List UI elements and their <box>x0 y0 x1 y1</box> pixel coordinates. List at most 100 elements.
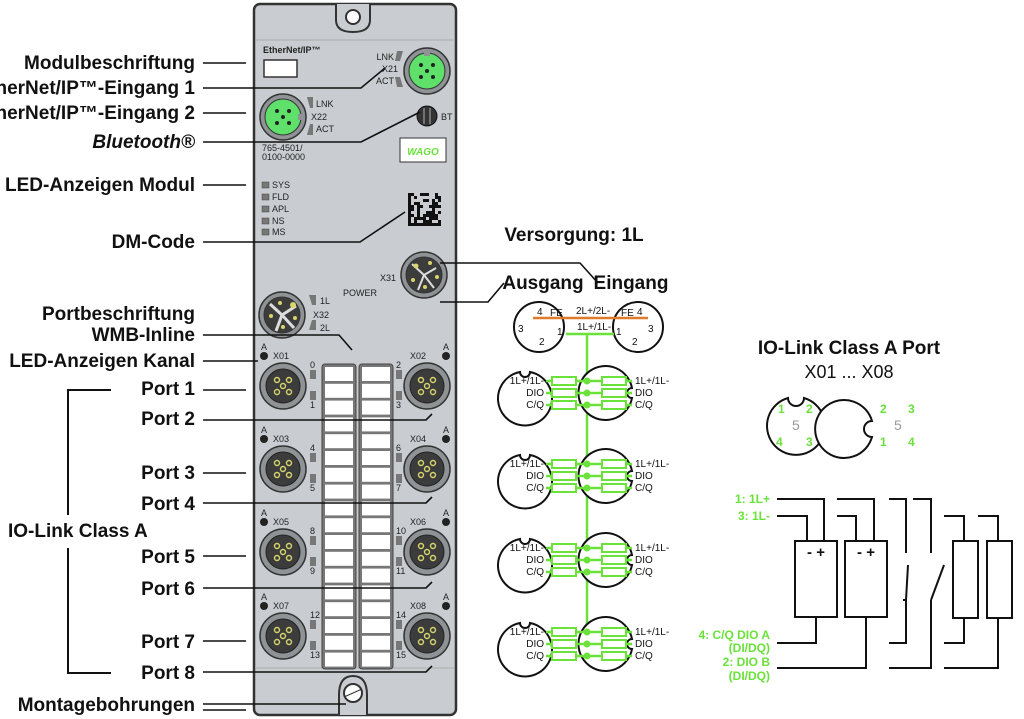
led-1l <box>309 295 316 305</box>
a-mark: A <box>261 342 267 352</box>
dm-code <box>408 193 441 226</box>
label-port-labeling-2: WMB-Inline <box>92 325 195 346</box>
label-port-8: Port 8 <box>141 663 195 684</box>
signal-label: 1L+/1L- <box>635 627 669 638</box>
wiring-examples: 1: 1L+ 3: 1L- 4: C/Q DIO A (DI/DQ) 2: DI… <box>698 492 1013 683</box>
channel-number: 10 <box>396 526 406 536</box>
x32-2l-label: 2L <box>320 323 330 333</box>
load-2 <box>986 540 1013 619</box>
signal-label: C/Q <box>635 651 653 662</box>
x22-label: X22 <box>311 112 327 122</box>
io-port-x04 <box>403 445 451 493</box>
marker-field[interactable] <box>362 635 390 650</box>
signal-label: DIO <box>635 555 653 566</box>
channel-number: 7 <box>396 483 401 493</box>
sensor-1-polarity: - + <box>807 544 825 561</box>
signal-label: C/Q <box>635 400 653 411</box>
svg-text:5: 5 <box>792 417 800 433</box>
port-marker-strips <box>321 363 394 670</box>
port-info-subtitle: X01 ... X08 <box>804 362 893 382</box>
led-act-x21 <box>395 77 403 87</box>
marker-field[interactable] <box>325 484 353 499</box>
marker-field[interactable] <box>362 434 390 449</box>
marker-field[interactable] <box>362 417 390 432</box>
marker-field[interactable] <box>325 652 353 667</box>
supply-input-label: Eingang <box>594 273 669 294</box>
marker-field[interactable] <box>362 400 390 415</box>
marker-field[interactable] <box>325 635 353 650</box>
io-port-x03 <box>259 445 307 493</box>
port-info-title: IO-Link Class A Port <box>758 338 941 359</box>
channel-led <box>310 641 316 650</box>
svg-text:3: 3 <box>518 324 524 335</box>
marker-field[interactable] <box>362 602 390 617</box>
x31-label: X31 <box>380 273 396 283</box>
power-label: POWER <box>343 288 378 298</box>
marker-field[interactable] <box>362 451 390 465</box>
signal-label: C/Q <box>526 483 544 494</box>
article-number-1: 765-4501/ <box>262 143 303 153</box>
svg-text:2: 2 <box>632 337 638 348</box>
marker-field[interactable] <box>325 400 353 415</box>
marker-field[interactable] <box>362 484 390 499</box>
marker-field[interactable] <box>362 585 390 600</box>
article-number-2: 0100-0000 <box>262 152 305 162</box>
marker-field[interactable] <box>362 619 390 633</box>
marker-field[interactable] <box>325 551 353 566</box>
marker-field[interactable] <box>325 417 353 432</box>
marker-field[interactable] <box>325 619 353 633</box>
channel-led <box>396 557 402 566</box>
a-mark: A <box>261 592 267 602</box>
supply-output-label: Ausgang <box>502 273 583 294</box>
marker-field[interactable] <box>325 451 353 465</box>
marker-field[interactable] <box>362 568 390 583</box>
marker-field[interactable] <box>325 602 353 617</box>
x21-lnk-label: LNK <box>376 52 394 62</box>
signal-label: 1L+/1L- <box>510 543 544 554</box>
marker-field[interactable] <box>325 467 353 482</box>
marker-field[interactable] <box>325 367 353 381</box>
channel-led <box>396 536 402 545</box>
channel-number: 2 <box>396 360 401 370</box>
marker-field[interactable] <box>325 383 353 398</box>
port-id-label: X04 <box>410 434 426 444</box>
led-lnk-x21 <box>395 51 403 61</box>
bt-label: BT <box>441 112 453 122</box>
marker-field[interactable] <box>325 585 353 600</box>
marker-field[interactable] <box>325 501 353 516</box>
port-id-label: X08 <box>410 601 426 611</box>
marker-field[interactable] <box>325 518 353 533</box>
signal-label: 1L+/1L- <box>510 627 544 638</box>
a-mark: A <box>443 425 449 435</box>
svg-text:4: 4 <box>908 435 915 449</box>
wago-logo: WAGO <box>407 147 439 158</box>
marker-field[interactable] <box>362 652 390 667</box>
wiring-cq-label: 4: C/Q DIO A <box>698 628 770 642</box>
label-led-channel: LED-Anzeigen Kanal <box>9 351 195 372</box>
marker-field[interactable] <box>362 467 390 482</box>
wiring-1l-minus: 3: 1L- <box>738 509 770 523</box>
signal-label: 1L+/1L- <box>635 543 669 554</box>
marker-field[interactable] <box>362 551 390 566</box>
wiring-1l-plus: 1: 1L+ <box>735 492 770 506</box>
label-port-labeling-1: Portbeschriftung <box>42 304 195 325</box>
svg-text:FE: FE <box>550 308 563 319</box>
marker-field[interactable] <box>325 568 353 583</box>
svg-text:2L+/2L-: 2L+/2L- <box>576 306 610 317</box>
svg-text:1: 1 <box>557 327 563 338</box>
marker-field[interactable] <box>362 383 390 398</box>
marker-field[interactable] <box>362 535 390 549</box>
channel-led <box>310 370 316 379</box>
marker-field[interactable] <box>362 367 390 381</box>
marker-field[interactable] <box>362 518 390 533</box>
marker-field[interactable] <box>362 501 390 516</box>
marker-field[interactable] <box>325 434 353 449</box>
ethernet-port-x21 <box>403 47 451 95</box>
marker-field[interactable] <box>325 535 353 549</box>
a-mark: A <box>443 342 449 352</box>
pinout-right: 2 3 5 1 4 <box>814 399 915 459</box>
signal-label: DIO <box>526 639 544 650</box>
a-mark: A <box>261 508 267 518</box>
